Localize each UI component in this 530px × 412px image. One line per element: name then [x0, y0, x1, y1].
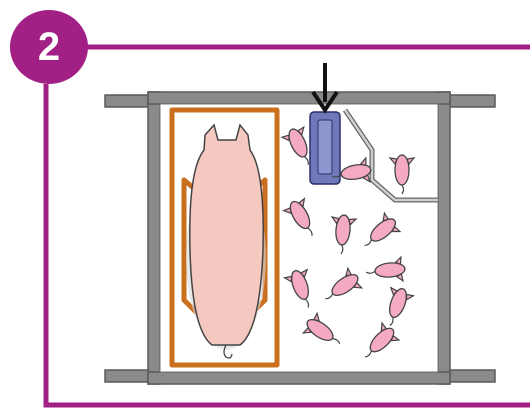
down-arrow-icon: [311, 63, 339, 114]
sow-icon: [186, 123, 266, 359]
step-number: 2: [37, 24, 61, 69]
step-number-badge: 2: [10, 10, 88, 84]
frame-border: [43, 44, 530, 408]
